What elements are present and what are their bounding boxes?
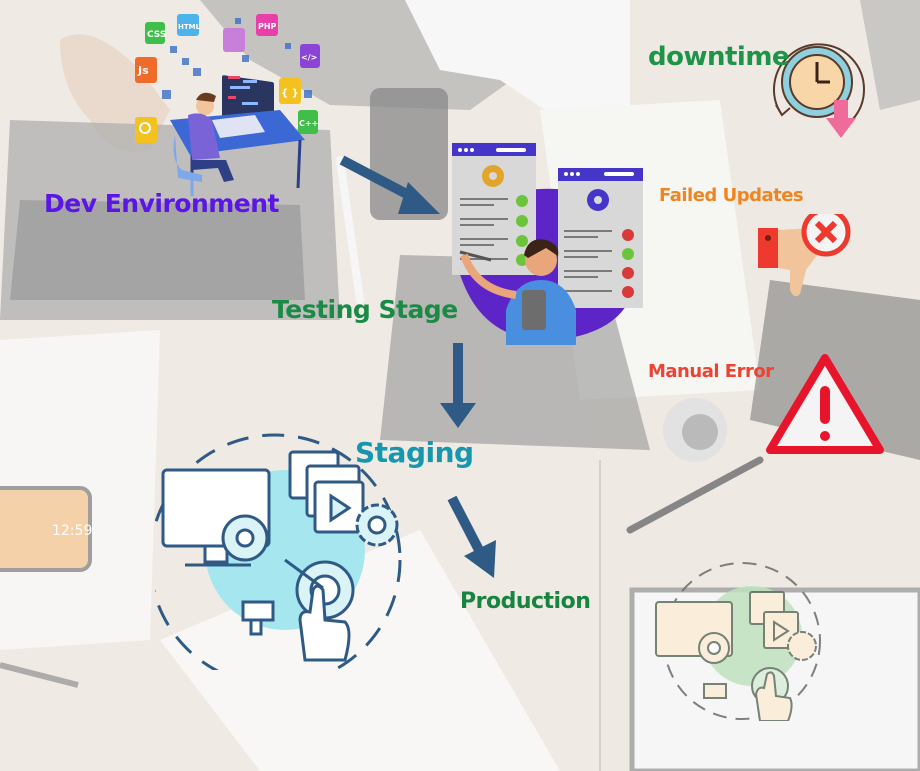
thumbs-down-x-icon bbox=[758, 214, 851, 297]
stage-label-testing: Testing Stage bbox=[272, 295, 458, 324]
svg-text:CSS: CSS bbox=[147, 30, 166, 40]
risk-label-failed-updates: Failed Updates bbox=[659, 185, 804, 206]
svg-text:C++: C++ bbox=[299, 119, 318, 128]
warning-triangle-icon bbox=[766, 354, 884, 454]
laptop-left bbox=[0, 120, 340, 320]
phone-left bbox=[0, 486, 92, 572]
tester-person bbox=[459, 239, 576, 345]
test-checklist-icon bbox=[452, 143, 643, 345]
stage-label-dev-environment: Dev Environment bbox=[44, 189, 280, 218]
risk-label-downtime: downtime bbox=[648, 42, 790, 72]
risk-label-manual-error: Manual Error bbox=[648, 361, 774, 382]
clock-down-arrow-icon bbox=[773, 43, 865, 138]
svg-text:PHP: PHP bbox=[258, 22, 277, 31]
svg-text:HTML: HTML bbox=[178, 23, 201, 31]
stage-label-staging: Staging bbox=[355, 436, 474, 469]
test-window-failed bbox=[558, 168, 643, 308]
svg-text:</>: </> bbox=[301, 53, 317, 62]
arrow-testing-to-staging bbox=[440, 343, 476, 428]
digital-marketing-cycle-icon bbox=[155, 433, 402, 670]
paper-bottom bbox=[160, 530, 560, 771]
svg-text:{ }: { } bbox=[281, 88, 299, 99]
arrow-dev-to-testing bbox=[339, 155, 440, 214]
phone-time: 12:59 bbox=[52, 523, 92, 539]
developer-at-desk-icon: CSS HTML PHP Js { } C++ </> bbox=[135, 14, 320, 196]
test-window-passed bbox=[452, 143, 536, 275]
stage-label-production: Production bbox=[460, 589, 591, 614]
digital-marketing-cycle-green-icon bbox=[655, 562, 821, 721]
arrow-staging-to-production bbox=[447, 495, 496, 578]
svg-text:Js: Js bbox=[137, 64, 149, 77]
